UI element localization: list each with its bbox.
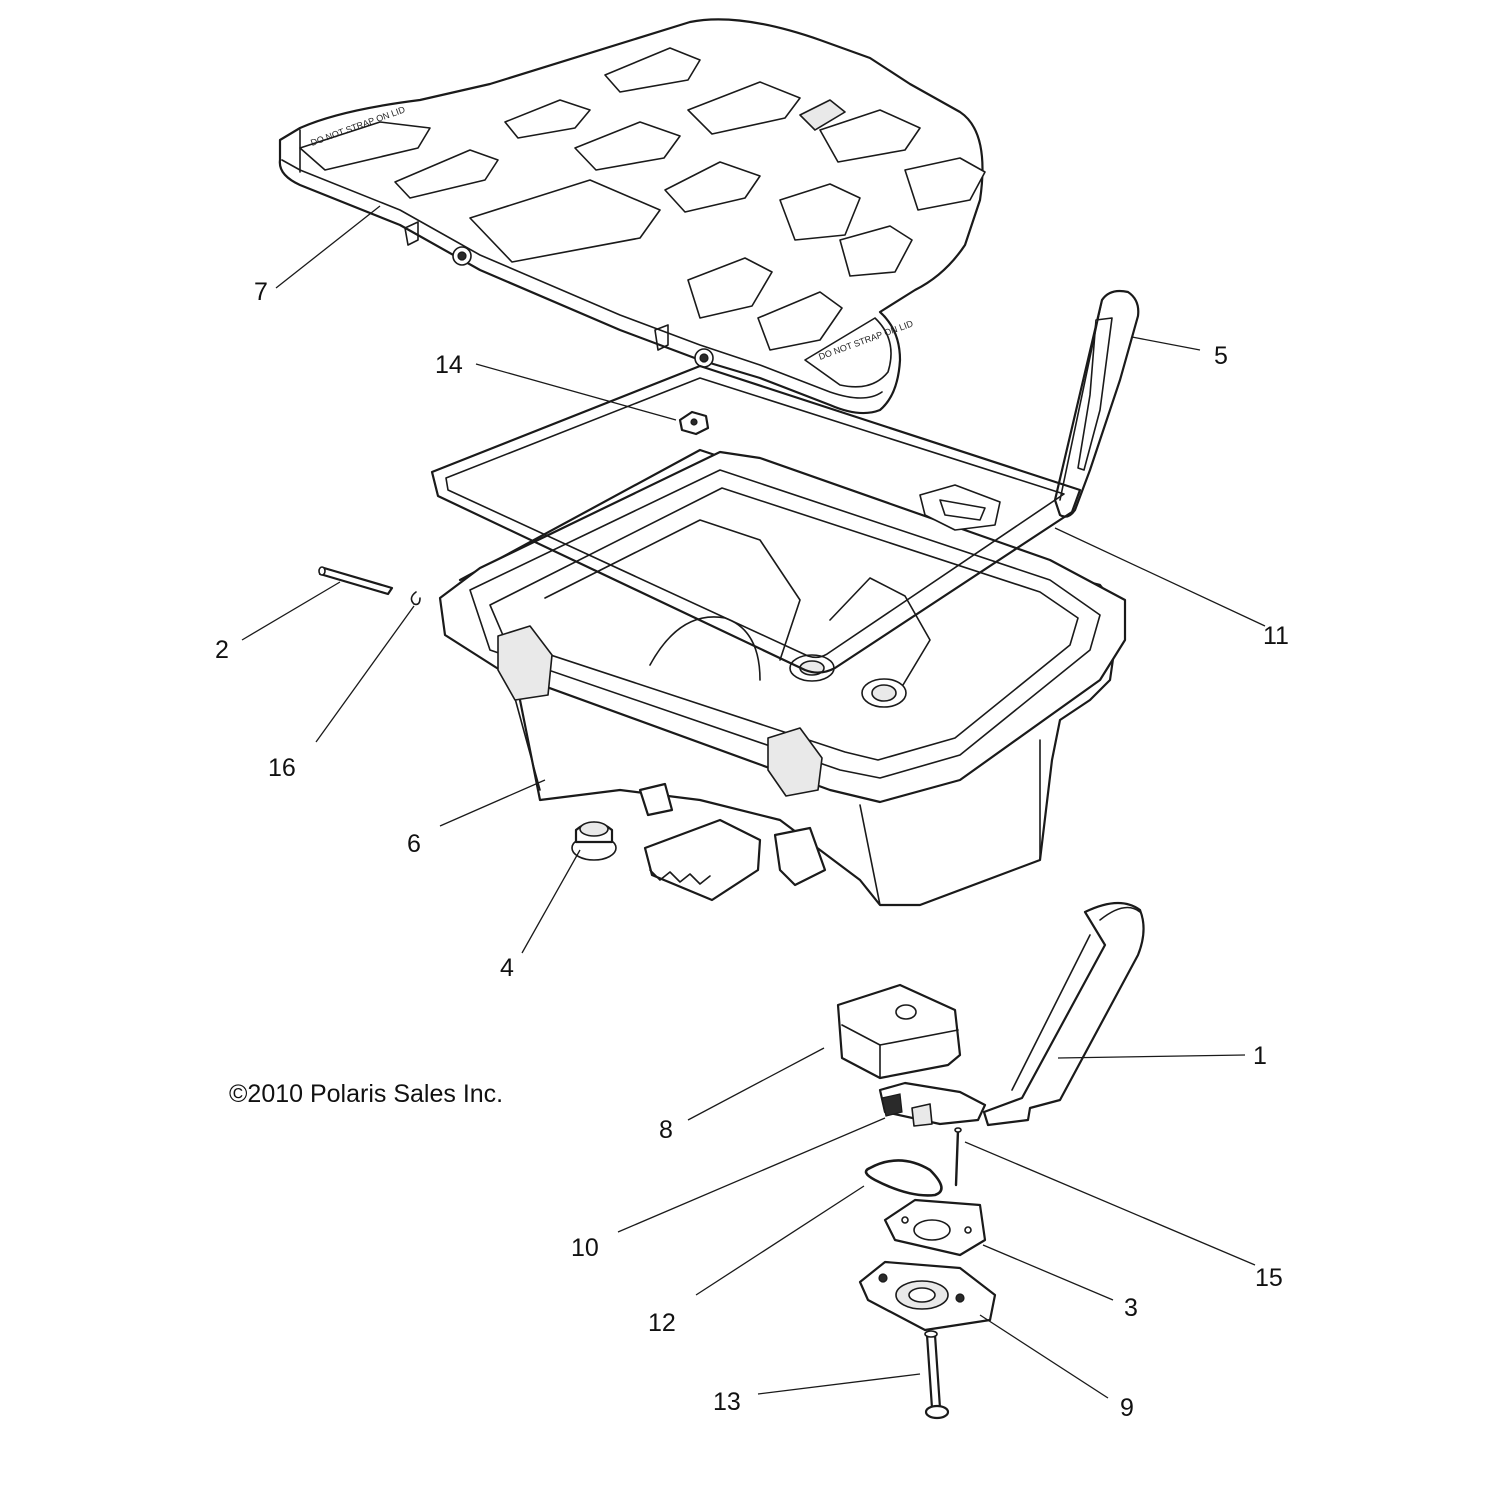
callout-3: 3: [1124, 1294, 1138, 1322]
callout-12: 12: [648, 1309, 676, 1337]
callout-6: 6: [407, 830, 421, 858]
callout-7: 7: [254, 278, 268, 306]
latch-part-10: [878, 1081, 987, 1127]
callout-labels: 1 2 3 4 5 6 7 8 9 10 11 12 13 14 15 16: [215, 278, 1289, 1422]
callout-9: 9: [1120, 1394, 1134, 1422]
copyright-notice: ©2010 Polaris Sales Inc.: [229, 1080, 504, 1108]
strap-part-5: [1053, 289, 1140, 518]
callout-2: 2: [215, 636, 229, 664]
lid-panels: [299, 47, 986, 388]
gasket-part-3: [883, 1198, 987, 1257]
storage-box-part-6: [438, 448, 1127, 907]
seal-part-11: [430, 364, 1082, 674]
base-plate-part-9: [858, 1260, 997, 1332]
callout-16: 16: [268, 754, 296, 782]
pin-part-2: [318, 566, 394, 596]
block-part-8: [836, 983, 962, 1080]
callout-10: 10: [571, 1234, 599, 1262]
leader-lines: [241, 205, 1266, 1399]
clip-part-16: [410, 591, 421, 606]
callout-4: 4: [500, 954, 514, 982]
callout-5: 5: [1214, 342, 1228, 370]
pin-part-15: [954, 1127, 962, 1187]
callout-11: 11: [1263, 622, 1289, 650]
spring-clip-part-12: [864, 1159, 943, 1197]
nut-part-14: [678, 410, 710, 436]
screw-part-13: [924, 1330, 950, 1420]
grommet-part-4: [571, 821, 617, 861]
tie-strap-part-1: [982, 901, 1145, 1127]
callout-15: 15: [1255, 1264, 1283, 1292]
callout-14: 14: [435, 351, 463, 379]
lid-part-7: DO NOT STRAP ON LID DO NOT STRAP ON LID: [278, 18, 986, 415]
callout-1: 1: [1253, 1042, 1267, 1070]
callout-13: 13: [713, 1388, 741, 1416]
callout-8: 8: [659, 1116, 673, 1144]
